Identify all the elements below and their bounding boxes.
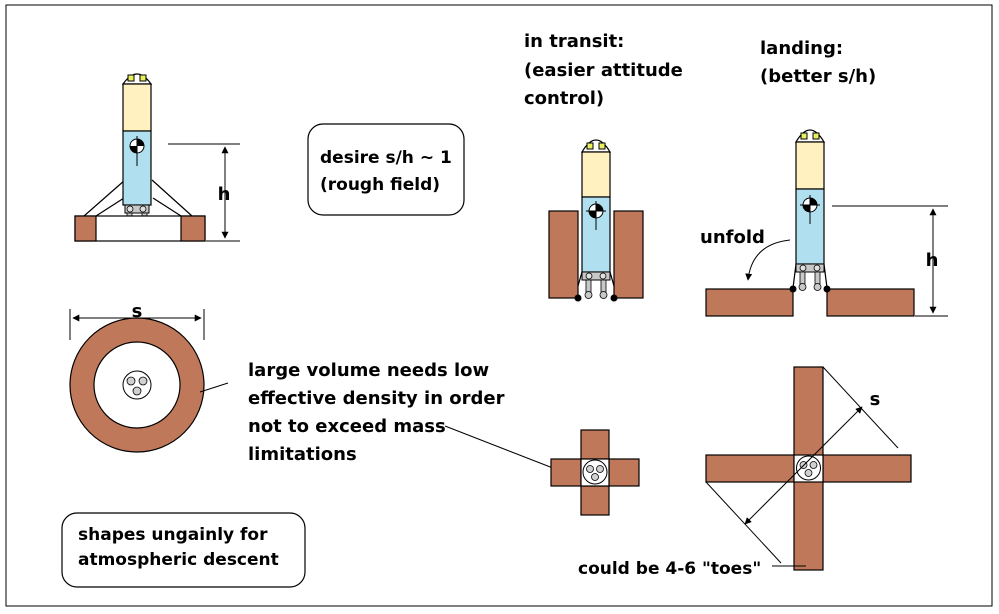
unfold-arrow	[745, 239, 791, 281]
landing-line2: (better s/h)	[760, 66, 876, 87]
transit-line1: in transit:	[524, 31, 624, 52]
volume-line2: effective density in order	[248, 388, 505, 409]
h-label-right: h	[926, 250, 939, 271]
desire-box	[307, 123, 465, 216]
shapes-box	[61, 512, 306, 588]
volume-line3: not to exceed mass	[248, 416, 446, 437]
volume-line4: limitations	[248, 444, 357, 465]
h-dimension-right	[832, 205, 948, 317]
volume-pointer-ring	[199, 382, 229, 393]
cg-symbol-landing	[800, 195, 820, 224]
h-label-left: h	[218, 184, 231, 205]
rocket-left	[74, 73, 206, 242]
landing-line1: landing:	[760, 38, 843, 59]
shapes-line2: atmospheric descent	[78, 550, 279, 570]
diagram-frame	[5, 4, 993, 607]
unfold-label: unfold	[700, 227, 765, 248]
small-cross-footprint	[550, 429, 640, 516]
rocket-landing	[705, 129, 915, 317]
desire-line1: desire s/h ~ 1	[320, 148, 452, 168]
volume-line1: large volume needs low	[248, 360, 489, 381]
rocket-transit	[548, 139, 644, 302]
volume-text: large volume needs low effective density…	[248, 360, 505, 465]
s-dimension-cross	[705, 366, 899, 564]
ring-footprint	[69, 317, 205, 453]
cg-symbol-transit	[586, 201, 606, 230]
cg-symbol-left	[129, 136, 145, 166]
s-label-cross: s	[870, 389, 881, 410]
transit-line3: control)	[524, 88, 604, 109]
h-dimension-left	[168, 143, 240, 242]
s-label-ring: s	[132, 301, 143, 322]
shapes-line1: shapes ungainly for	[78, 525, 268, 545]
volume-pointer-cross	[444, 425, 559, 471]
transit-line2: (easier attitude	[524, 60, 683, 81]
toes-label: could be 4-6 "toes"	[578, 559, 761, 579]
desire-line2: (rough field)	[320, 175, 440, 195]
s-dimension-ring	[69, 309, 205, 340]
